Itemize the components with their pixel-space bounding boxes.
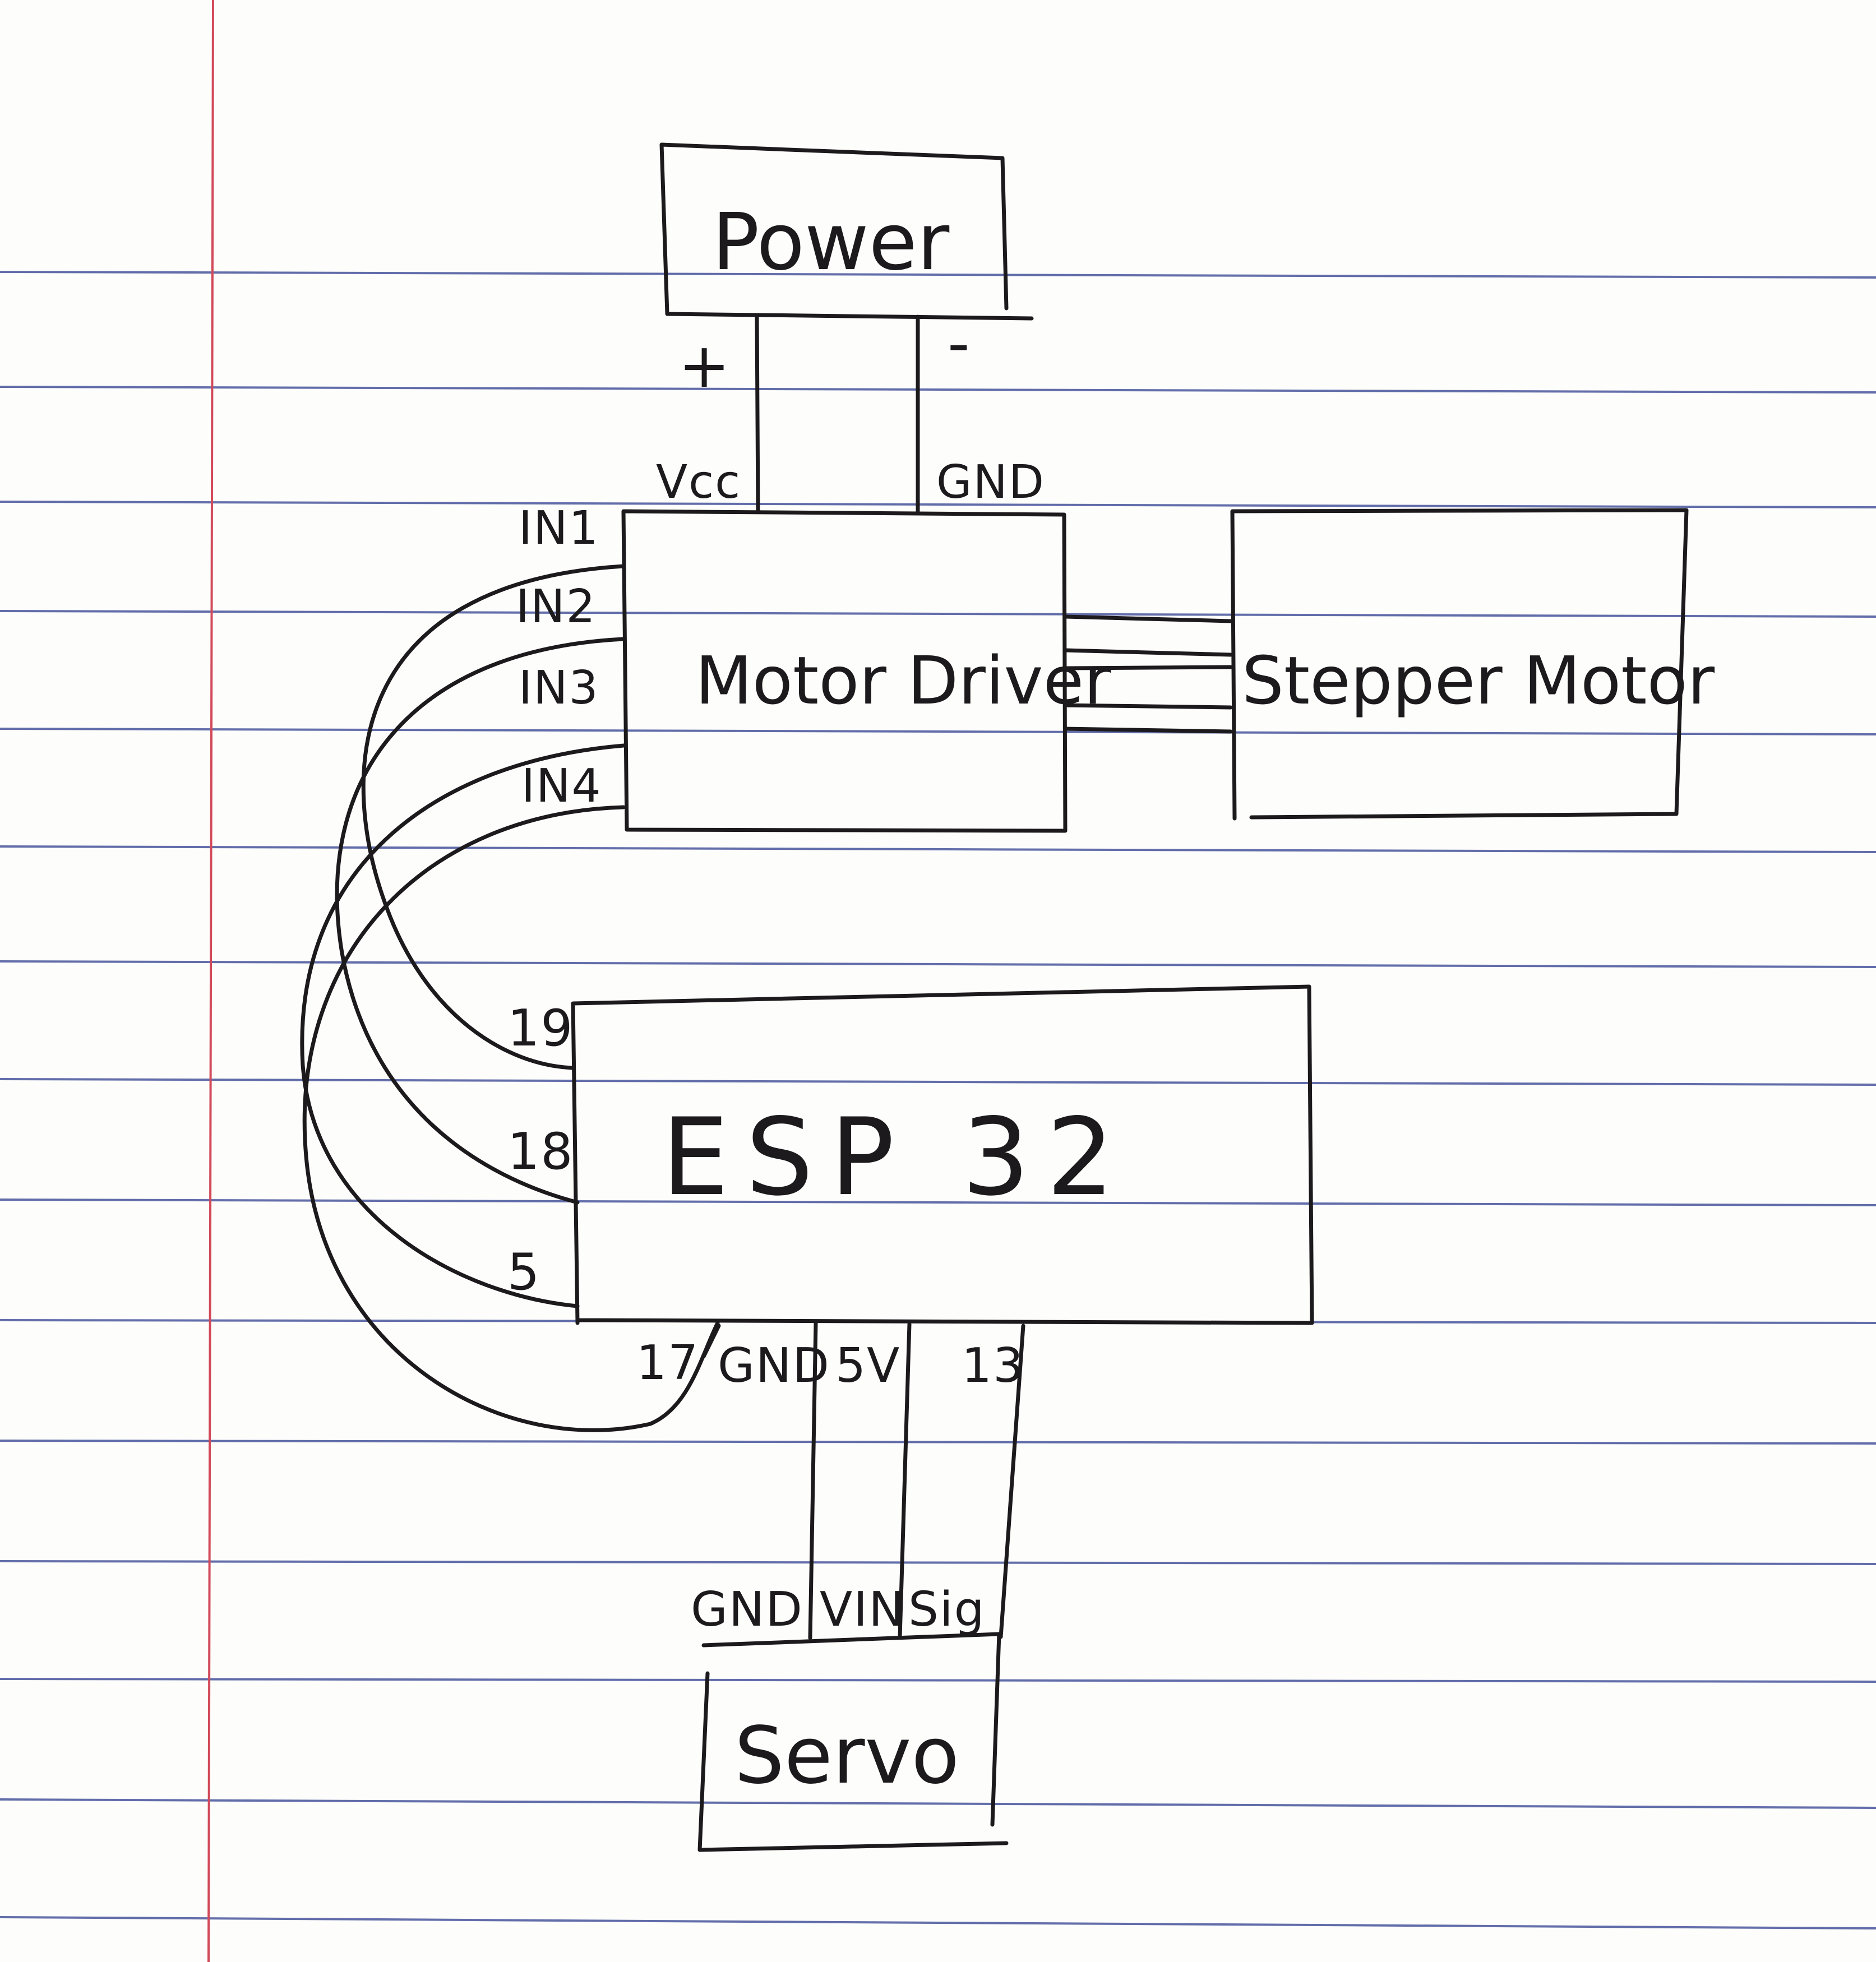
stepper-wires bbox=[1063, 614, 1233, 734]
esp32-label: ESP 32 bbox=[662, 1095, 1131, 1219]
power-label: Power bbox=[712, 197, 950, 288]
esp-pin-18-label: 18 bbox=[507, 1122, 574, 1181]
driver-vcc-label: Vcc bbox=[656, 456, 741, 509]
servo-block: Servo bbox=[697, 1632, 1009, 1852]
esp-pin-5v-label: 5V bbox=[835, 1338, 900, 1394]
driver-in3-label: IN3 bbox=[519, 661, 599, 715]
esp-pin-19-label: 19 bbox=[507, 999, 574, 1058]
servo-sig-label: Sig bbox=[908, 1582, 986, 1637]
power-minus-label: - bbox=[948, 307, 971, 379]
esp-pin-13-label: 13 bbox=[962, 1338, 1024, 1394]
esp-pin-gnd-label: GND bbox=[718, 1338, 830, 1394]
motor-driver-block: Motor Driver bbox=[621, 509, 1111, 833]
stepper-motor-label: Stepper Motor bbox=[1242, 642, 1715, 719]
esp-pin-17-label: 17 bbox=[636, 1335, 699, 1391]
esp32-block: ESP 32 bbox=[571, 984, 1314, 1325]
servo-vin-label: VIN bbox=[820, 1582, 905, 1637]
stepper-motor-block: Stepper Motor bbox=[1230, 508, 1715, 821]
servo-label: Servo bbox=[734, 1710, 959, 1802]
control-wires bbox=[300, 564, 720, 1432]
servo-wires bbox=[701, 1321, 1025, 1640]
motor-driver-label: Motor Driver bbox=[695, 642, 1111, 719]
power-plus-label: + bbox=[678, 330, 731, 401]
driver-gnd-label: GND bbox=[936, 456, 1045, 509]
power-block: Power bbox=[659, 142, 1034, 321]
driver-in2-label: IN2 bbox=[516, 580, 597, 633]
margin-line bbox=[207, 0, 214, 1962]
servo-gnd-label: GND bbox=[691, 1582, 803, 1637]
driver-in1-label: IN1 bbox=[519, 502, 599, 555]
ruled-lines bbox=[0, 271, 1876, 1929]
wire-vcc bbox=[755, 314, 760, 513]
driver-in4-label: IN4 bbox=[521, 760, 602, 813]
